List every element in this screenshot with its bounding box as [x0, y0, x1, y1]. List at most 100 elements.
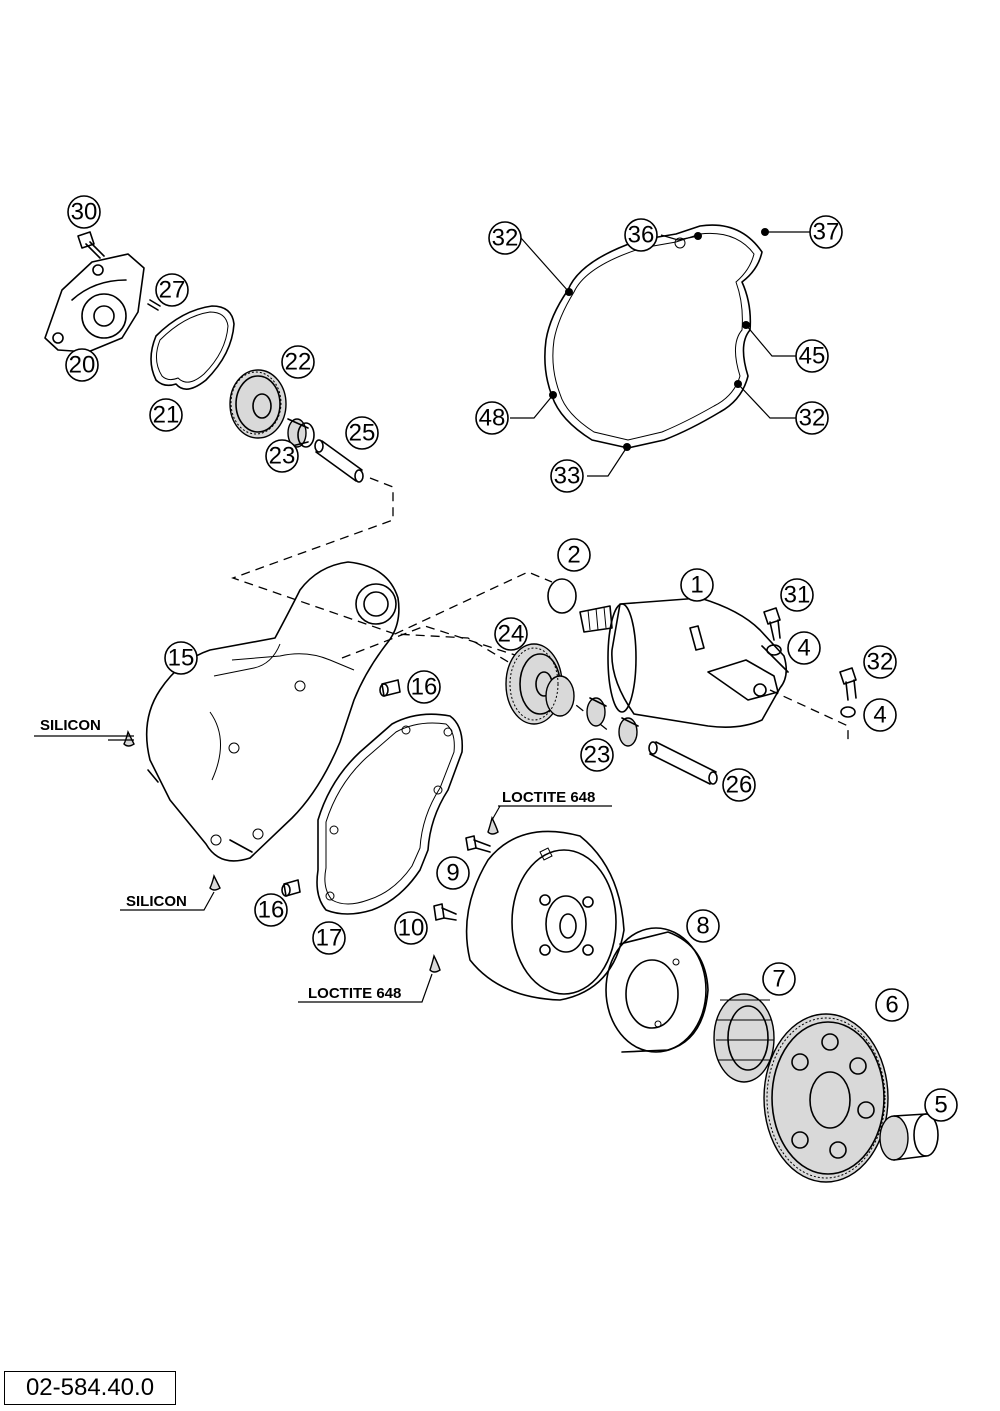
svg-text:23: 23 — [269, 443, 296, 470]
callout-10: 10 — [394, 911, 428, 945]
dowel-pin — [379, 679, 401, 697]
callout-48: 48 — [475, 401, 509, 435]
svg-text:32: 32 — [492, 225, 519, 252]
svg-text:23: 23 — [584, 742, 611, 769]
callout-15: 15 — [164, 641, 198, 675]
svg-text:48: 48 — [479, 405, 506, 432]
water-pump-cover — [44, 253, 145, 353]
svg-text:25: 25 — [349, 420, 376, 447]
bolt — [763, 607, 781, 641]
leader-lines — [34, 231, 810, 1003]
pin — [147, 299, 161, 311]
callout-9: 9 — [436, 856, 470, 890]
svg-text:8: 8 — [696, 913, 709, 940]
needle-bearing — [586, 697, 607, 727]
freewheel — [713, 993, 775, 1083]
callout-45: 45 — [795, 339, 829, 373]
washer — [840, 706, 856, 718]
svg-text:26: 26 — [726, 772, 753, 799]
callout-4: 4 — [863, 698, 897, 732]
shaft — [314, 439, 364, 483]
bolt — [839, 667, 857, 701]
intermediate-gear — [505, 643, 575, 725]
callout-21: 21 — [149, 398, 183, 432]
svg-text:20: 20 — [69, 352, 96, 379]
starter-ring-gear — [763, 1013, 889, 1183]
svg-text:37: 37 — [813, 219, 840, 246]
svg-text:36: 36 — [628, 222, 655, 249]
callout-32: 32 — [488, 221, 522, 255]
callout-26: 26 — [722, 768, 756, 802]
o-ring — [547, 578, 577, 614]
dowel-pin — [281, 879, 301, 897]
callout-33: 33 — [550, 459, 584, 493]
cover-gasket — [316, 713, 464, 915]
pump-gear — [229, 369, 287, 439]
callout-37: 37 — [809, 215, 843, 249]
svg-text:33: 33 — [554, 463, 581, 490]
svg-text:32: 32 — [799, 405, 826, 432]
callout-6: 6 — [875, 988, 909, 1022]
svg-text:21: 21 — [153, 402, 180, 429]
callout-22: 22 — [281, 345, 315, 379]
callout-31: 31 — [780, 578, 814, 612]
ignition-cover — [145, 561, 400, 862]
callout-5: 5 — [924, 1088, 958, 1122]
callout-1: 1 — [680, 568, 714, 602]
freewheel-housing — [605, 927, 709, 1053]
svg-text:45: 45 — [799, 343, 826, 370]
sealant-drop — [429, 953, 441, 973]
svg-text:10: 10 — [398, 915, 425, 942]
callout-30: 30 — [67, 195, 101, 229]
sealant-drop — [123, 729, 135, 747]
svg-text:17: 17 — [316, 925, 343, 952]
loctite-note: LOCTITE 648 — [308, 985, 401, 1002]
rotor — [465, 830, 625, 1001]
callout-32: 32 — [863, 645, 897, 679]
svg-text:9: 9 — [446, 860, 459, 887]
svg-text:31: 31 — [784, 582, 811, 609]
callout-23: 23 — [265, 439, 299, 473]
callout-16: 16 — [407, 670, 441, 704]
callout-8: 8 — [686, 909, 720, 943]
callout-20: 20 — [65, 348, 99, 382]
pump-o-ring — [150, 305, 235, 390]
diagram-code-label: 02-584.40.0 — [4, 1371, 176, 1405]
needle-bearing — [879, 1113, 939, 1161]
svg-text:16: 16 — [258, 897, 285, 924]
svg-text:27: 27 — [159, 277, 186, 304]
svg-text:1: 1 — [690, 572, 703, 599]
loctite-note: LOCTITE 648 — [502, 789, 595, 806]
callout-25: 25 — [345, 416, 379, 450]
callout-24: 24 — [494, 617, 528, 651]
sealant-drop — [487, 815, 499, 835]
svg-text:32: 32 — [867, 649, 894, 676]
svg-text:22: 22 — [285, 349, 312, 376]
svg-text:4: 4 — [797, 635, 810, 662]
callout-17: 17 — [312, 921, 346, 955]
svg-text:2: 2 — [567, 542, 580, 569]
svg-text:15: 15 — [168, 645, 195, 672]
assembly-line — [769, 689, 849, 742]
callout-23: 23 — [580, 738, 614, 772]
needle-bearing — [618, 717, 639, 747]
callout-16: 16 — [254, 893, 288, 927]
svg-text:6: 6 — [885, 992, 898, 1019]
starter-motor — [579, 597, 789, 728]
svg-text:5: 5 — [934, 1092, 947, 1119]
callout-7: 7 — [762, 962, 796, 996]
silicon-note: SILICON — [40, 717, 101, 734]
ignition-cover-gasket — [544, 224, 769, 451]
sealant-drop — [209, 873, 221, 891]
shaft — [648, 741, 718, 785]
svg-text:30: 30 — [71, 199, 98, 226]
assembly-line — [341, 625, 516, 659]
bolt — [433, 903, 457, 921]
washer — [766, 644, 782, 656]
silicon-note: SILICON — [126, 893, 187, 910]
svg-text:16: 16 — [411, 674, 438, 701]
callout-27: 27 — [155, 273, 189, 307]
callout-36: 36 — [624, 218, 658, 252]
screw — [77, 231, 105, 259]
